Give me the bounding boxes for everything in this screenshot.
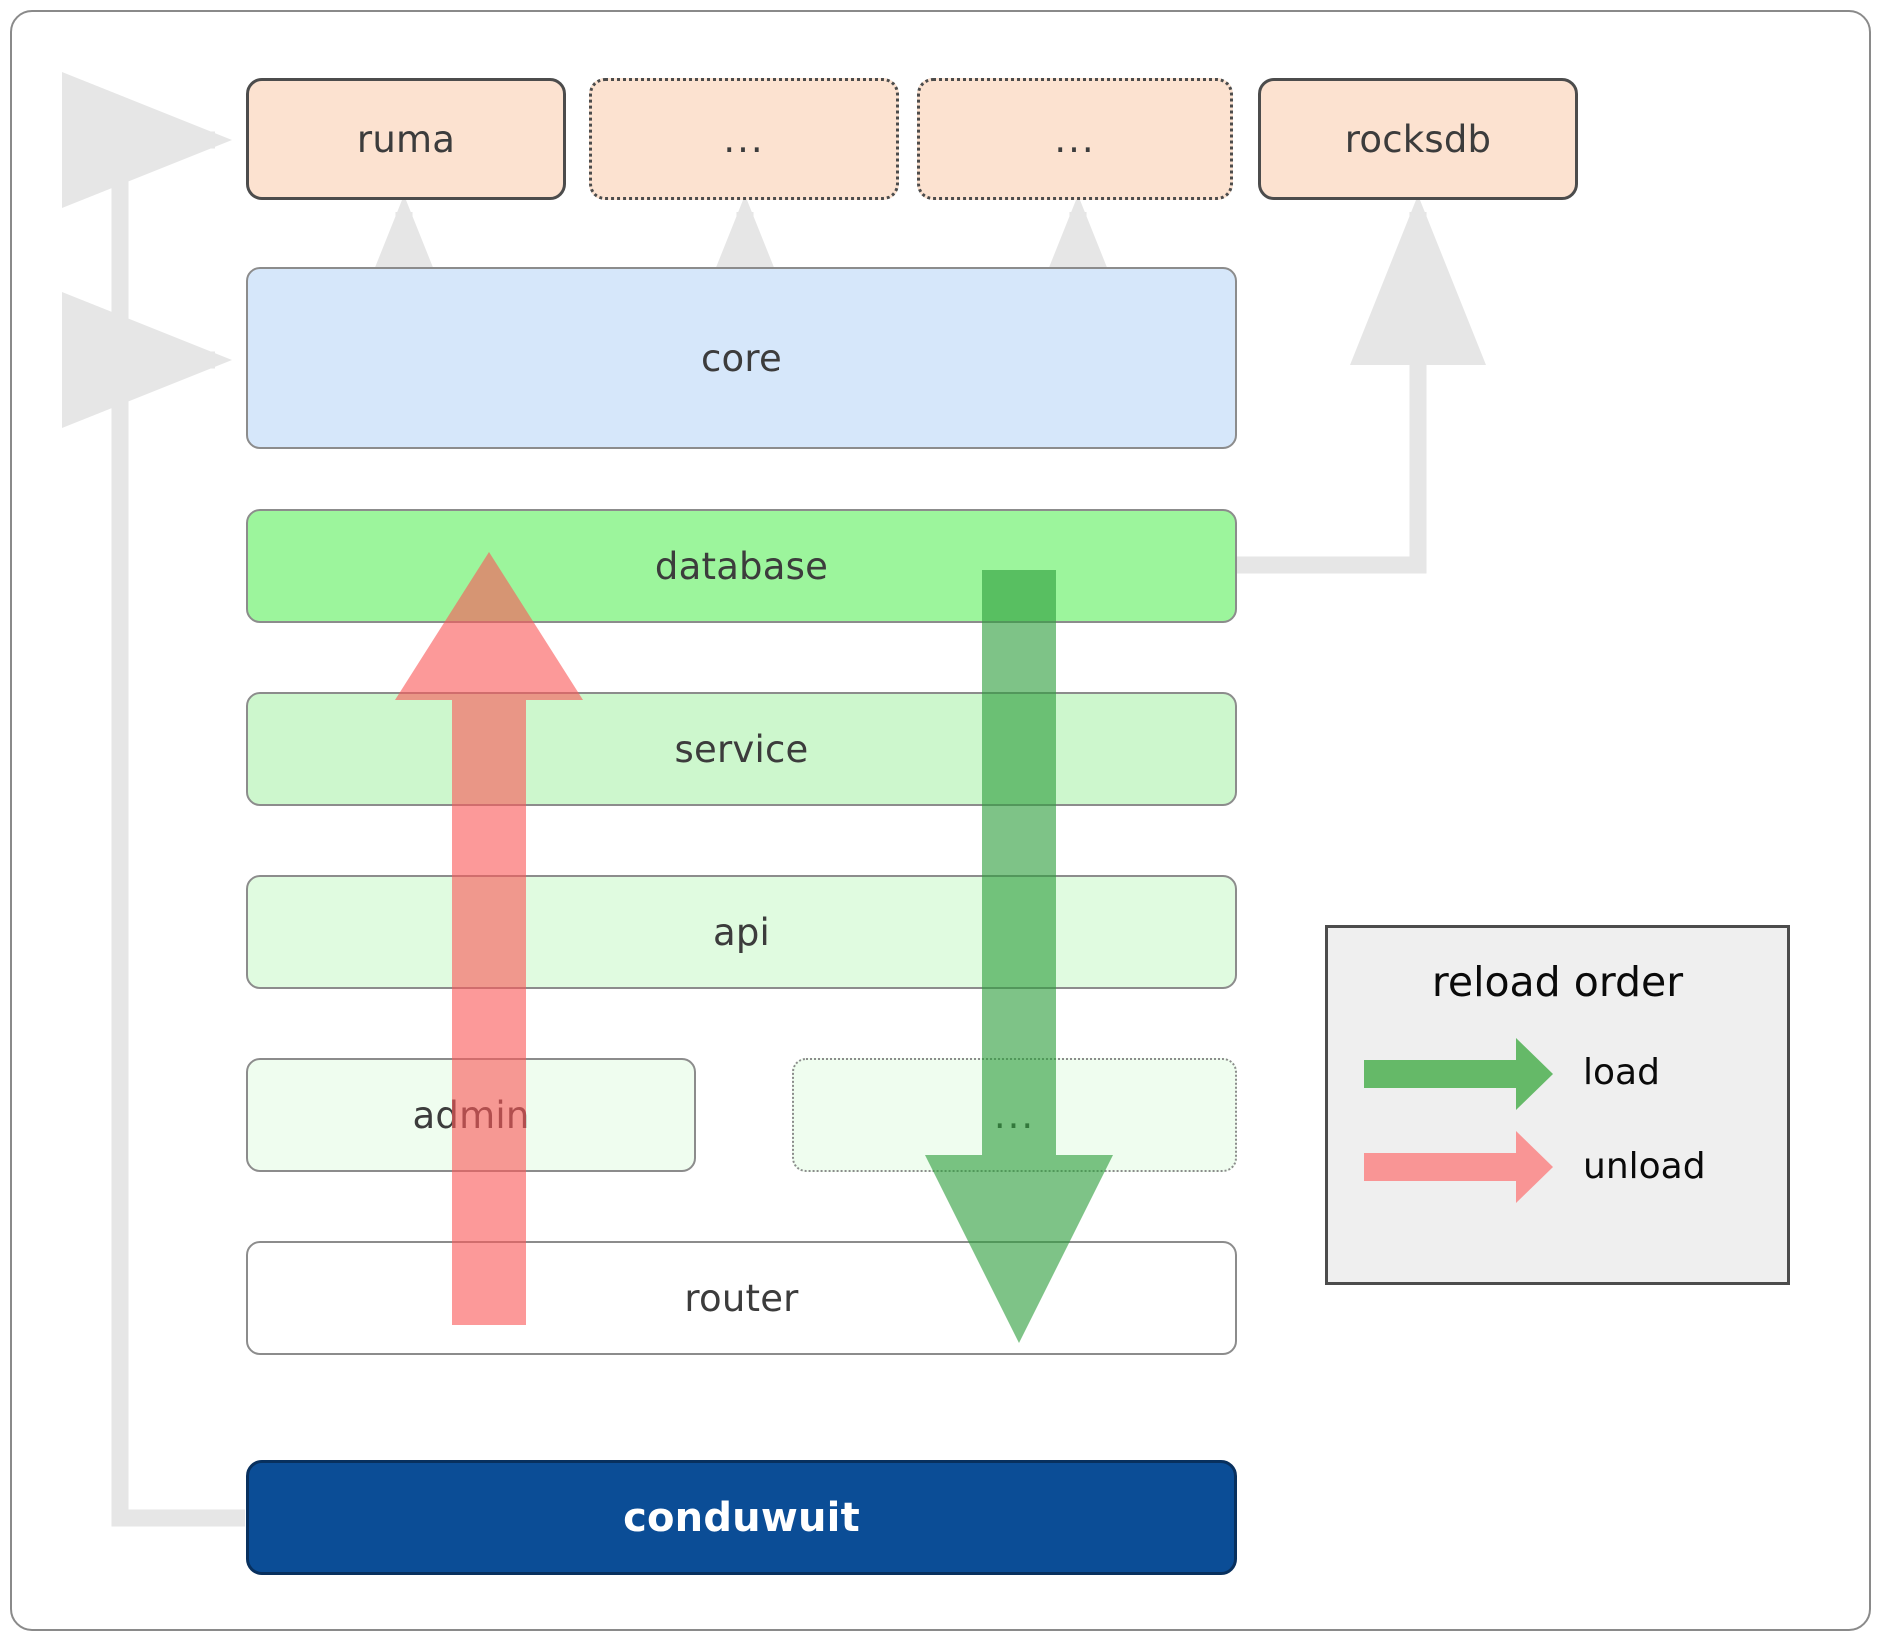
diagram-outer-frame — [10, 10, 1871, 1631]
legend-unload-arrow-icon — [1364, 1131, 1553, 1203]
layer-label-more: ... — [993, 1093, 1036, 1137]
layer-box-database[interactable]: database — [246, 509, 1237, 623]
layer-box-router[interactable]: router — [246, 1241, 1237, 1355]
legend-load-arrow-icon — [1364, 1038, 1553, 1110]
dependency-box-dep2[interactable]: ... — [589, 78, 899, 200]
legend-title: reload order — [1431, 958, 1684, 1006]
layer-label-admin: admin — [412, 1093, 530, 1137]
legend-label-load: load — [1583, 1052, 1660, 1093]
layer-label-router: router — [684, 1276, 799, 1320]
layer-box-service[interactable]: service — [246, 692, 1237, 806]
dependency-label-dep3: ... — [1054, 117, 1096, 161]
dependency-label-dep2: ... — [723, 117, 765, 161]
application-box-conduwuit[interactable]: conduwuit — [246, 1460, 1237, 1575]
legend-arrow-graphics — [1364, 1038, 1553, 1203]
layer-label-core: core — [701, 336, 782, 380]
layer-label-service: service — [674, 727, 809, 771]
layer-box-core[interactable]: core — [246, 267, 1237, 449]
layer-box-more[interactable]: ... — [792, 1058, 1237, 1172]
application-label-conduwuit: conduwuit — [623, 1494, 860, 1541]
legend-label-unload: unload — [1583, 1146, 1706, 1187]
dependency-label-ruma: ruma — [356, 117, 456, 161]
legend-panel: reload order load unload — [1325, 925, 1790, 1285]
layer-label-api: api — [712, 910, 771, 954]
dependency-box-dep3[interactable]: ... — [917, 78, 1233, 200]
layer-box-admin[interactable]: admin — [246, 1058, 696, 1172]
layer-label-database: database — [654, 544, 829, 588]
dependency-box-ruma[interactable]: ruma — [246, 78, 566, 200]
dependency-label-rocksdb: rocksdb — [1344, 117, 1492, 161]
layer-box-api[interactable]: api — [246, 875, 1237, 989]
dependency-box-rocksdb[interactable]: rocksdb — [1258, 78, 1578, 200]
